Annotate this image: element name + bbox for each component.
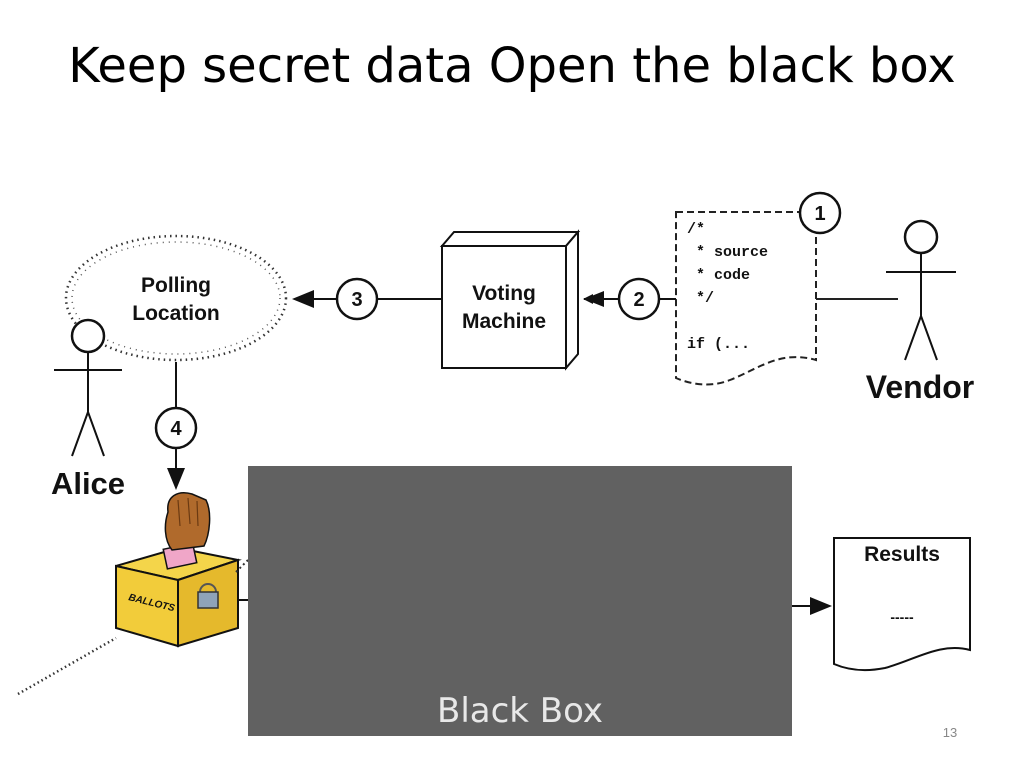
source-code-line: */ [687,290,714,307]
step-4-number: 4 [170,418,182,440]
vendor-label: Vendor [866,369,974,405]
step-2-number: 2 [633,289,644,311]
source-code-line: * code [687,267,750,284]
arrow-head [584,291,604,307]
results-title: Results [864,543,940,566]
results-body: ----- [890,609,914,625]
ballot-box-illustration: BALLOTS [115,492,242,648]
polling-location-cloud-inner [71,241,281,355]
padlock-icon [197,591,219,609]
vendor-leg-left [904,315,922,361]
voting-machine-box-side [565,229,579,371]
dotted-connector-lower [17,636,117,696]
hand-fingers [177,497,199,527]
results-page-outline [833,537,971,672]
vendor-leg-right [920,315,938,361]
step-2-marker [617,277,661,321]
results-document: Results ----- [833,537,971,672]
voting-machine-box-front [441,245,567,369]
page-number: 13 [942,725,958,740]
step-4-marker [154,406,198,450]
black-box-rect [248,466,792,736]
voting-machine-label-line1: Voting [472,282,536,305]
alice-label: Alice [51,466,125,501]
arrow-source-to-machine: 2 [583,277,676,321]
arrow-blackbox-to-results [792,597,832,615]
source-code-page-outline [675,211,817,386]
arrow-head [292,290,314,308]
vendor-figure: Vendor [816,219,974,405]
voting-machine-label-line2: Machine [462,310,546,333]
source-code-line: if (... [687,336,750,353]
arrow-machine-to-polling: 3 [292,277,442,321]
step-1-marker: 1 [798,191,842,235]
step-3-number: 3 [351,289,362,311]
arrow-polling-to-ballot: 4 [154,362,198,490]
arrow-head [810,597,832,615]
polling-location-cloud-outline [64,234,288,362]
padlock-shackle [199,583,217,593]
alice-leg-right [87,411,105,457]
black-box-label: Black Box [437,691,603,731]
alice-figure: Alice [51,318,125,501]
voting-machine-box-top [439,231,581,247]
alice-head [70,318,106,354]
source-code-line: /* [687,221,705,238]
vendor-head [903,219,939,255]
polling-location-label-line2: Location [132,302,220,325]
alice-leg-left [71,411,89,457]
polling-location-label-line1: Polling [141,274,211,297]
step-3-marker [335,277,379,321]
polling-location-node: Polling Location [64,234,288,362]
source-code-line: * source [687,244,768,261]
source-code-document: /* * source * code */ if (... [675,211,817,386]
step-1-number: 1 [814,203,825,225]
hand [164,492,211,551]
arrow-head [167,468,185,490]
slide-title: Keep secret data Open the black box [68,38,956,94]
voting-machine-node: Voting Machine [439,229,581,371]
black-box: Black Box [248,466,792,736]
